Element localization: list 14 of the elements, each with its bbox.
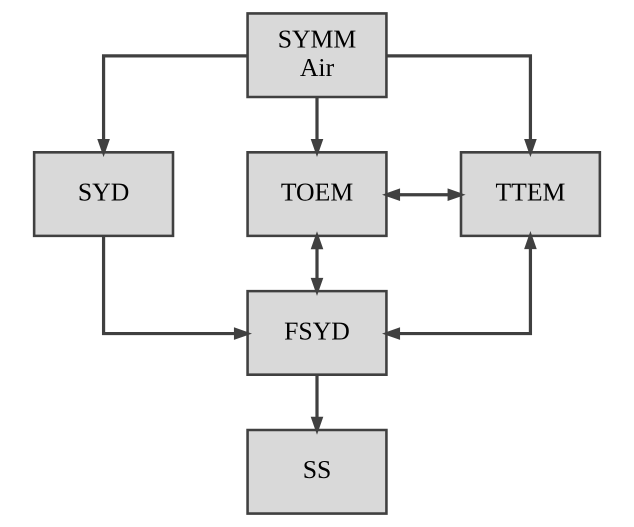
node-box: SS bbox=[246, 428, 388, 515]
arrow bbox=[102, 236, 252, 340]
node-box: SYMM Air bbox=[246, 12, 388, 98]
arrow bbox=[310, 231, 324, 296]
arrow bbox=[382, 188, 466, 202]
node-box: TTEM bbox=[460, 151, 602, 238]
node-box: TOEM bbox=[246, 151, 388, 238]
node-box: FSYD bbox=[246, 290, 388, 376]
arrow bbox=[386, 54, 537, 158]
arrow bbox=[310, 374, 324, 435]
arrow bbox=[97, 54, 248, 158]
arrow bbox=[382, 231, 537, 340]
arrow bbox=[310, 97, 324, 158]
node-box: SYD bbox=[32, 151, 174, 238]
